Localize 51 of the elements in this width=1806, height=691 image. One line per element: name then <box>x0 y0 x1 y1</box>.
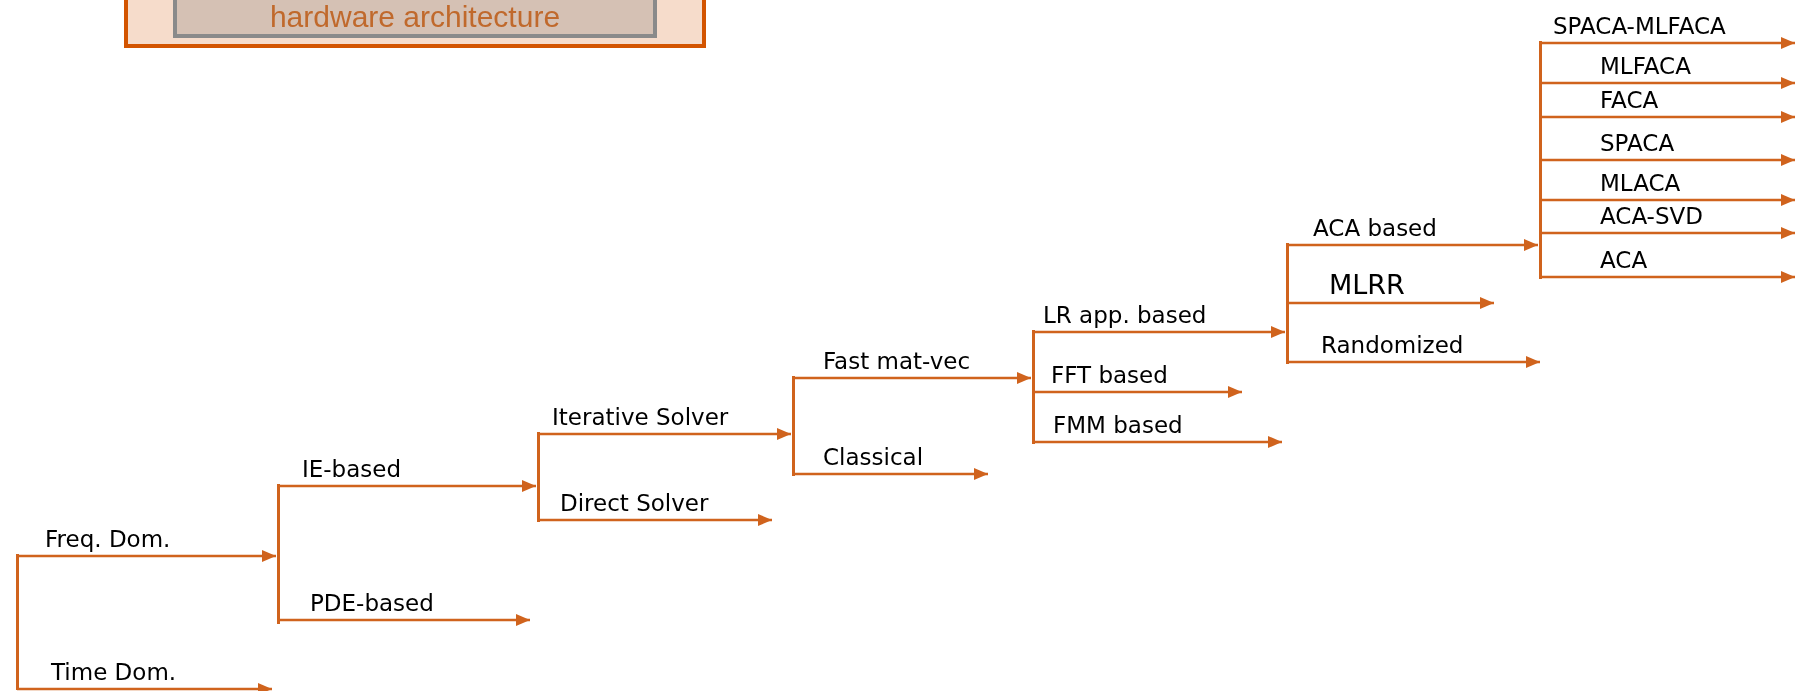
arrow <box>793 372 1031 384</box>
arrow <box>1540 154 1795 166</box>
edge-label: FACA <box>1600 89 1659 112</box>
edge-label: LR app. based <box>1043 304 1207 327</box>
edge-label: Randomized <box>1321 334 1464 357</box>
arrow <box>278 480 536 492</box>
edge-label: IE-based <box>302 458 402 481</box>
junction-bar <box>792 376 795 476</box>
arrow <box>793 468 988 480</box>
arrow <box>1540 77 1795 89</box>
arrow <box>538 514 772 526</box>
arrow <box>17 550 276 562</box>
edge-label: FMM based <box>1053 414 1183 437</box>
arrow <box>538 428 791 440</box>
framed-panel <box>124 0 706 48</box>
junction-bar <box>537 432 540 522</box>
edge-label: SPACA <box>1600 132 1675 155</box>
edge-label: ACA <box>1600 249 1648 272</box>
edge-label: Direct Solver <box>560 492 709 515</box>
edge-label: PDE-based <box>310 592 434 615</box>
arrow <box>1287 239 1538 251</box>
title-box: hardware architecture <box>173 0 657 38</box>
edge-label: Classical <box>823 446 924 469</box>
junction-bar <box>16 554 19 690</box>
edge-label: Fast mat-vec <box>823 350 971 373</box>
arrow <box>1540 194 1795 206</box>
arrow <box>1287 297 1494 309</box>
junction-bar <box>277 484 280 624</box>
edge-label: MLACA <box>1600 172 1681 195</box>
edge-label: MLRR <box>1329 271 1405 298</box>
arrow <box>1540 111 1795 123</box>
arrow <box>1033 436 1282 448</box>
edge-label: ACA based <box>1313 217 1437 240</box>
junction-bar <box>1032 330 1035 444</box>
arrow <box>278 614 530 626</box>
edge-label: ACA-SVD <box>1600 205 1703 228</box>
arrow <box>1540 271 1795 283</box>
arrow <box>17 683 272 691</box>
edge-label: MLFACA <box>1600 55 1691 78</box>
edge-label: FFT based <box>1051 364 1168 387</box>
arrow <box>1540 227 1795 239</box>
edge-label: SPACA-MLFACA <box>1553 15 1726 38</box>
arrow <box>1033 326 1285 338</box>
junction-bar <box>1539 41 1542 279</box>
edge-label: Iterative Solver <box>552 406 729 429</box>
arrow <box>1540 37 1795 49</box>
edge-label: Time Dom. <box>51 661 177 684</box>
arrow <box>1033 386 1242 398</box>
junction-bar <box>1286 243 1289 364</box>
arrow <box>1287 356 1540 368</box>
edge-label: Freq. Dom. <box>45 528 171 551</box>
